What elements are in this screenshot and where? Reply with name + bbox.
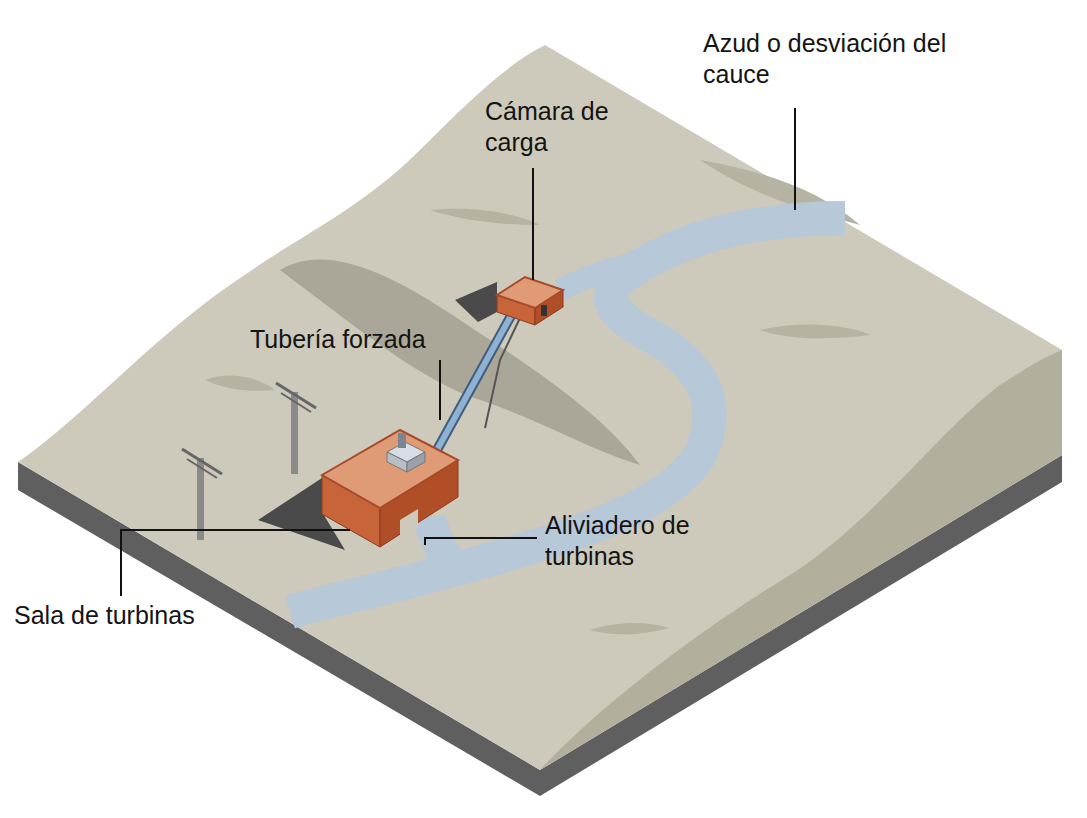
spillway-water (410, 515, 470, 568)
leader-line (121, 530, 350, 596)
power-pole (276, 383, 316, 474)
leader-line (425, 538, 537, 545)
leader-line (794, 108, 796, 210)
forebay-door (541, 305, 547, 316)
leader-line (439, 360, 441, 420)
leader-line (532, 168, 534, 280)
terrain-slope (590, 623, 670, 634)
turbine-house-roof (322, 430, 458, 508)
terrain (18, 45, 1062, 770)
penstock-outline (437, 314, 512, 450)
terrain-slope (430, 209, 540, 225)
callout-label: Sala de turbinas (14, 600, 195, 631)
roof-unit (387, 452, 407, 472)
cable (485, 318, 520, 428)
roof-unit (407, 452, 425, 472)
callout-label: Azud o desviación del cauce (703, 28, 953, 90)
power-pole (182, 449, 222, 540)
terrain-slope (760, 325, 870, 339)
shadow (455, 282, 497, 322)
turbine-outlet (400, 509, 418, 539)
callout-label: Tubería forzada (250, 324, 426, 355)
roof-unit (398, 433, 406, 448)
callout-label: Cámara de carga (485, 96, 610, 158)
terrain-slope (280, 260, 640, 465)
callout-label: Aliviadero de turbinas (545, 510, 695, 572)
forebay-roof (497, 277, 563, 308)
terrain-slope (540, 350, 1062, 770)
river (290, 218, 845, 612)
river (560, 262, 640, 290)
terrain-slope (205, 375, 275, 390)
penstock (437, 314, 512, 450)
